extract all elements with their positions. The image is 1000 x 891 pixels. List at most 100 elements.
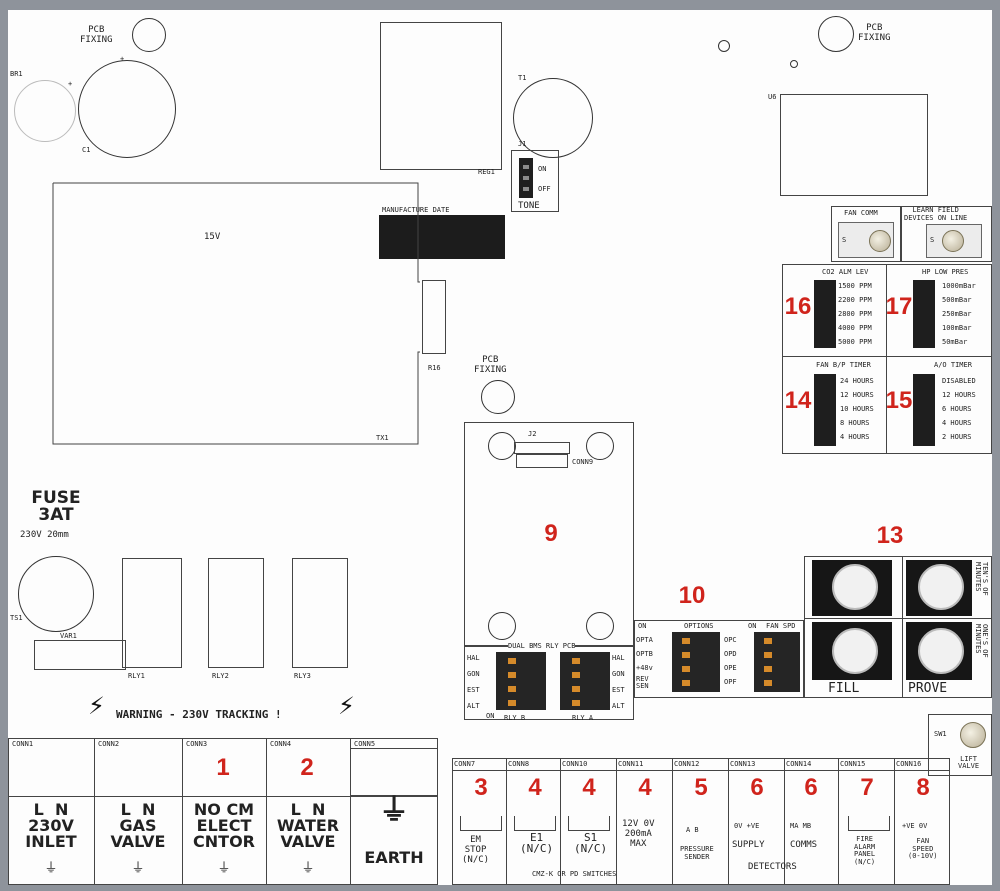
relay-a-dip-switch[interactable]: [560, 652, 610, 710]
hp-option-2: 500mBar: [942, 296, 972, 304]
learn-field-s-label: S: [930, 236, 935, 244]
fill-tens-rotary-switch[interactable]: [812, 560, 892, 616]
rly2-label: RLY2: [212, 672, 229, 680]
u6-label: U6: [768, 93, 777, 101]
co2-jumper-block[interactable]: [814, 280, 836, 348]
fan-comm-button-cap[interactable]: [869, 230, 891, 252]
lift-valve-button[interactable]: [960, 722, 986, 748]
pcb-fixing-label-mid: PCB FIXING: [474, 355, 507, 375]
ao-option-1: DISABLED: [942, 377, 976, 385]
supply-12v-label: 12V 0V 200mA MAX: [622, 819, 655, 849]
rotary-divider-vertical: [902, 556, 903, 698]
prove-label: PROVE: [908, 681, 948, 696]
j1-label: J1: [518, 140, 527, 148]
a-b-label: A B: [686, 826, 699, 834]
opt-row-1: OPTA: [636, 636, 653, 644]
fan-row-1: OPC: [724, 636, 737, 644]
opt-row-2: OPTB: [636, 650, 653, 658]
terminal-divider-2: [182, 738, 183, 885]
hp-jumper-block[interactable]: [913, 280, 935, 348]
lv-header-divider: [452, 770, 950, 771]
co2-alm-lev-title: CO2 ALM LEV: [822, 268, 869, 276]
bms-row-right-1: HAL: [612, 654, 625, 662]
marker-4a: 4: [528, 774, 542, 801]
reg1-label: REG1: [478, 168, 495, 176]
ao-option-2: 12 HOURS: [942, 391, 976, 399]
marker-4b: 4: [582, 774, 596, 801]
relay-b-dip-switch[interactable]: [496, 652, 546, 710]
lift-valve-label: LIFT VALVE: [958, 755, 980, 770]
fill-label: FILL: [828, 681, 860, 696]
fill-ones-rotary-switch[interactable]: [812, 622, 892, 680]
s1-switch-symbol: [568, 816, 610, 831]
co2-option-4: 4000 PPM: [838, 324, 872, 332]
sw1-frame: [928, 714, 992, 776]
bms-row-left-3: EST: [467, 686, 480, 694]
opt-row-4: REV SEN: [636, 675, 649, 690]
j2-connector-lower: [516, 454, 568, 468]
gas-valve-terminal-label: L N GAS VALVE: [110, 800, 166, 851]
manufacture-date-block: [379, 215, 505, 259]
fan-comm-s-label: S: [842, 236, 847, 244]
bms-row-left-4: ALT: [467, 702, 480, 710]
lv-divider-4: [672, 758, 673, 885]
fan-spd-dip-switch[interactable]: [754, 632, 800, 692]
lv-divider-2: [560, 758, 561, 885]
relay-rly2-outline: [208, 558, 264, 668]
manufacture-date-label: MANUFACTURE DATE: [382, 206, 450, 214]
lv-divider-5: [728, 758, 729, 885]
learn-field-button-cap[interactable]: [942, 230, 964, 252]
tone-jumper-pins[interactable]: [519, 158, 533, 198]
rly3-label: RLY3: [294, 672, 311, 680]
lv-divider-6: [784, 758, 785, 885]
lv-divider-7: [838, 758, 839, 885]
co2-option-3: 2800 PPM: [838, 310, 872, 318]
marker-15: 15: [885, 387, 913, 414]
marker-10: 10: [678, 582, 706, 609]
pcb-fixing-hole-right: [818, 16, 854, 52]
t1-label: T1: [518, 74, 527, 82]
prove-tens-rotary-switch[interactable]: [906, 560, 972, 616]
inlet-terminal-label: L N 230V INLET: [25, 800, 77, 851]
elect-cntor-terminal-label: NO CM ELECT CNTOR: [193, 800, 255, 851]
timer-rotary-frame: [804, 556, 992, 698]
earth-terminal-label: EARTH: [364, 848, 424, 867]
warning-bolt-left-icon: ⚡: [88, 692, 105, 720]
rly-b-label: RLY B: [504, 714, 526, 722]
pcb-fixing-label-left: PCB FIXING: [80, 25, 113, 45]
marker-17: 17: [885, 293, 913, 320]
bms-row-right-2: GON: [612, 670, 625, 678]
pcb-fixing-label-right: PCB FIXING: [858, 23, 891, 43]
ao-option-3: 6 HOURS: [942, 405, 972, 413]
fan-speed-label: FAN SPEED (0-10V): [908, 837, 938, 861]
relay-rly3-outline: [292, 558, 348, 668]
hp-low-pres-title: HP LOW PRES: [922, 268, 969, 276]
fan-option-4: 8 HOURS: [840, 419, 870, 427]
fire-alarm-label: FIRE ALARM PANEL (N/C): [854, 835, 876, 867]
fan-option-2: 12 HOURS: [840, 391, 874, 399]
comms-label: COMMS: [790, 840, 818, 850]
conn14-label: CONN14: [786, 760, 812, 768]
options-dip-switch[interactable]: [672, 632, 720, 692]
bms-row-left-2: GON: [467, 670, 480, 678]
options-on-label: ON: [638, 622, 647, 630]
conn12-label: CONN12: [674, 760, 700, 768]
plus-mark-c1: +: [120, 55, 125, 63]
module-hole-bl: [488, 612, 516, 640]
prove-ones-rotary-switch[interactable]: [906, 622, 972, 680]
terminal-divider-4: [350, 738, 351, 885]
fan-bp-jumper-block[interactable]: [814, 374, 836, 446]
pressure-sender-label: PRESSURE SENDER: [680, 845, 714, 861]
rotary-divider-horizontal: [804, 618, 992, 619]
learn-field-frame: [901, 206, 992, 262]
fan-option-5: 4 HOURS: [840, 433, 870, 441]
gas-ground-icon: ⏚: [131, 861, 145, 876]
marker-6b: 6: [804, 774, 818, 801]
fan-spd-label: FAN SPD: [766, 622, 796, 630]
br1-label: BR1: [10, 70, 23, 78]
bms-row-right-3: EST: [612, 686, 625, 694]
tone-off-label: OFF: [538, 185, 551, 193]
ao-jumper-block[interactable]: [913, 374, 935, 446]
conn4-label: CONN4: [270, 740, 292, 748]
dual-bms-label: DUAL BMS RLY PCB: [508, 642, 576, 650]
